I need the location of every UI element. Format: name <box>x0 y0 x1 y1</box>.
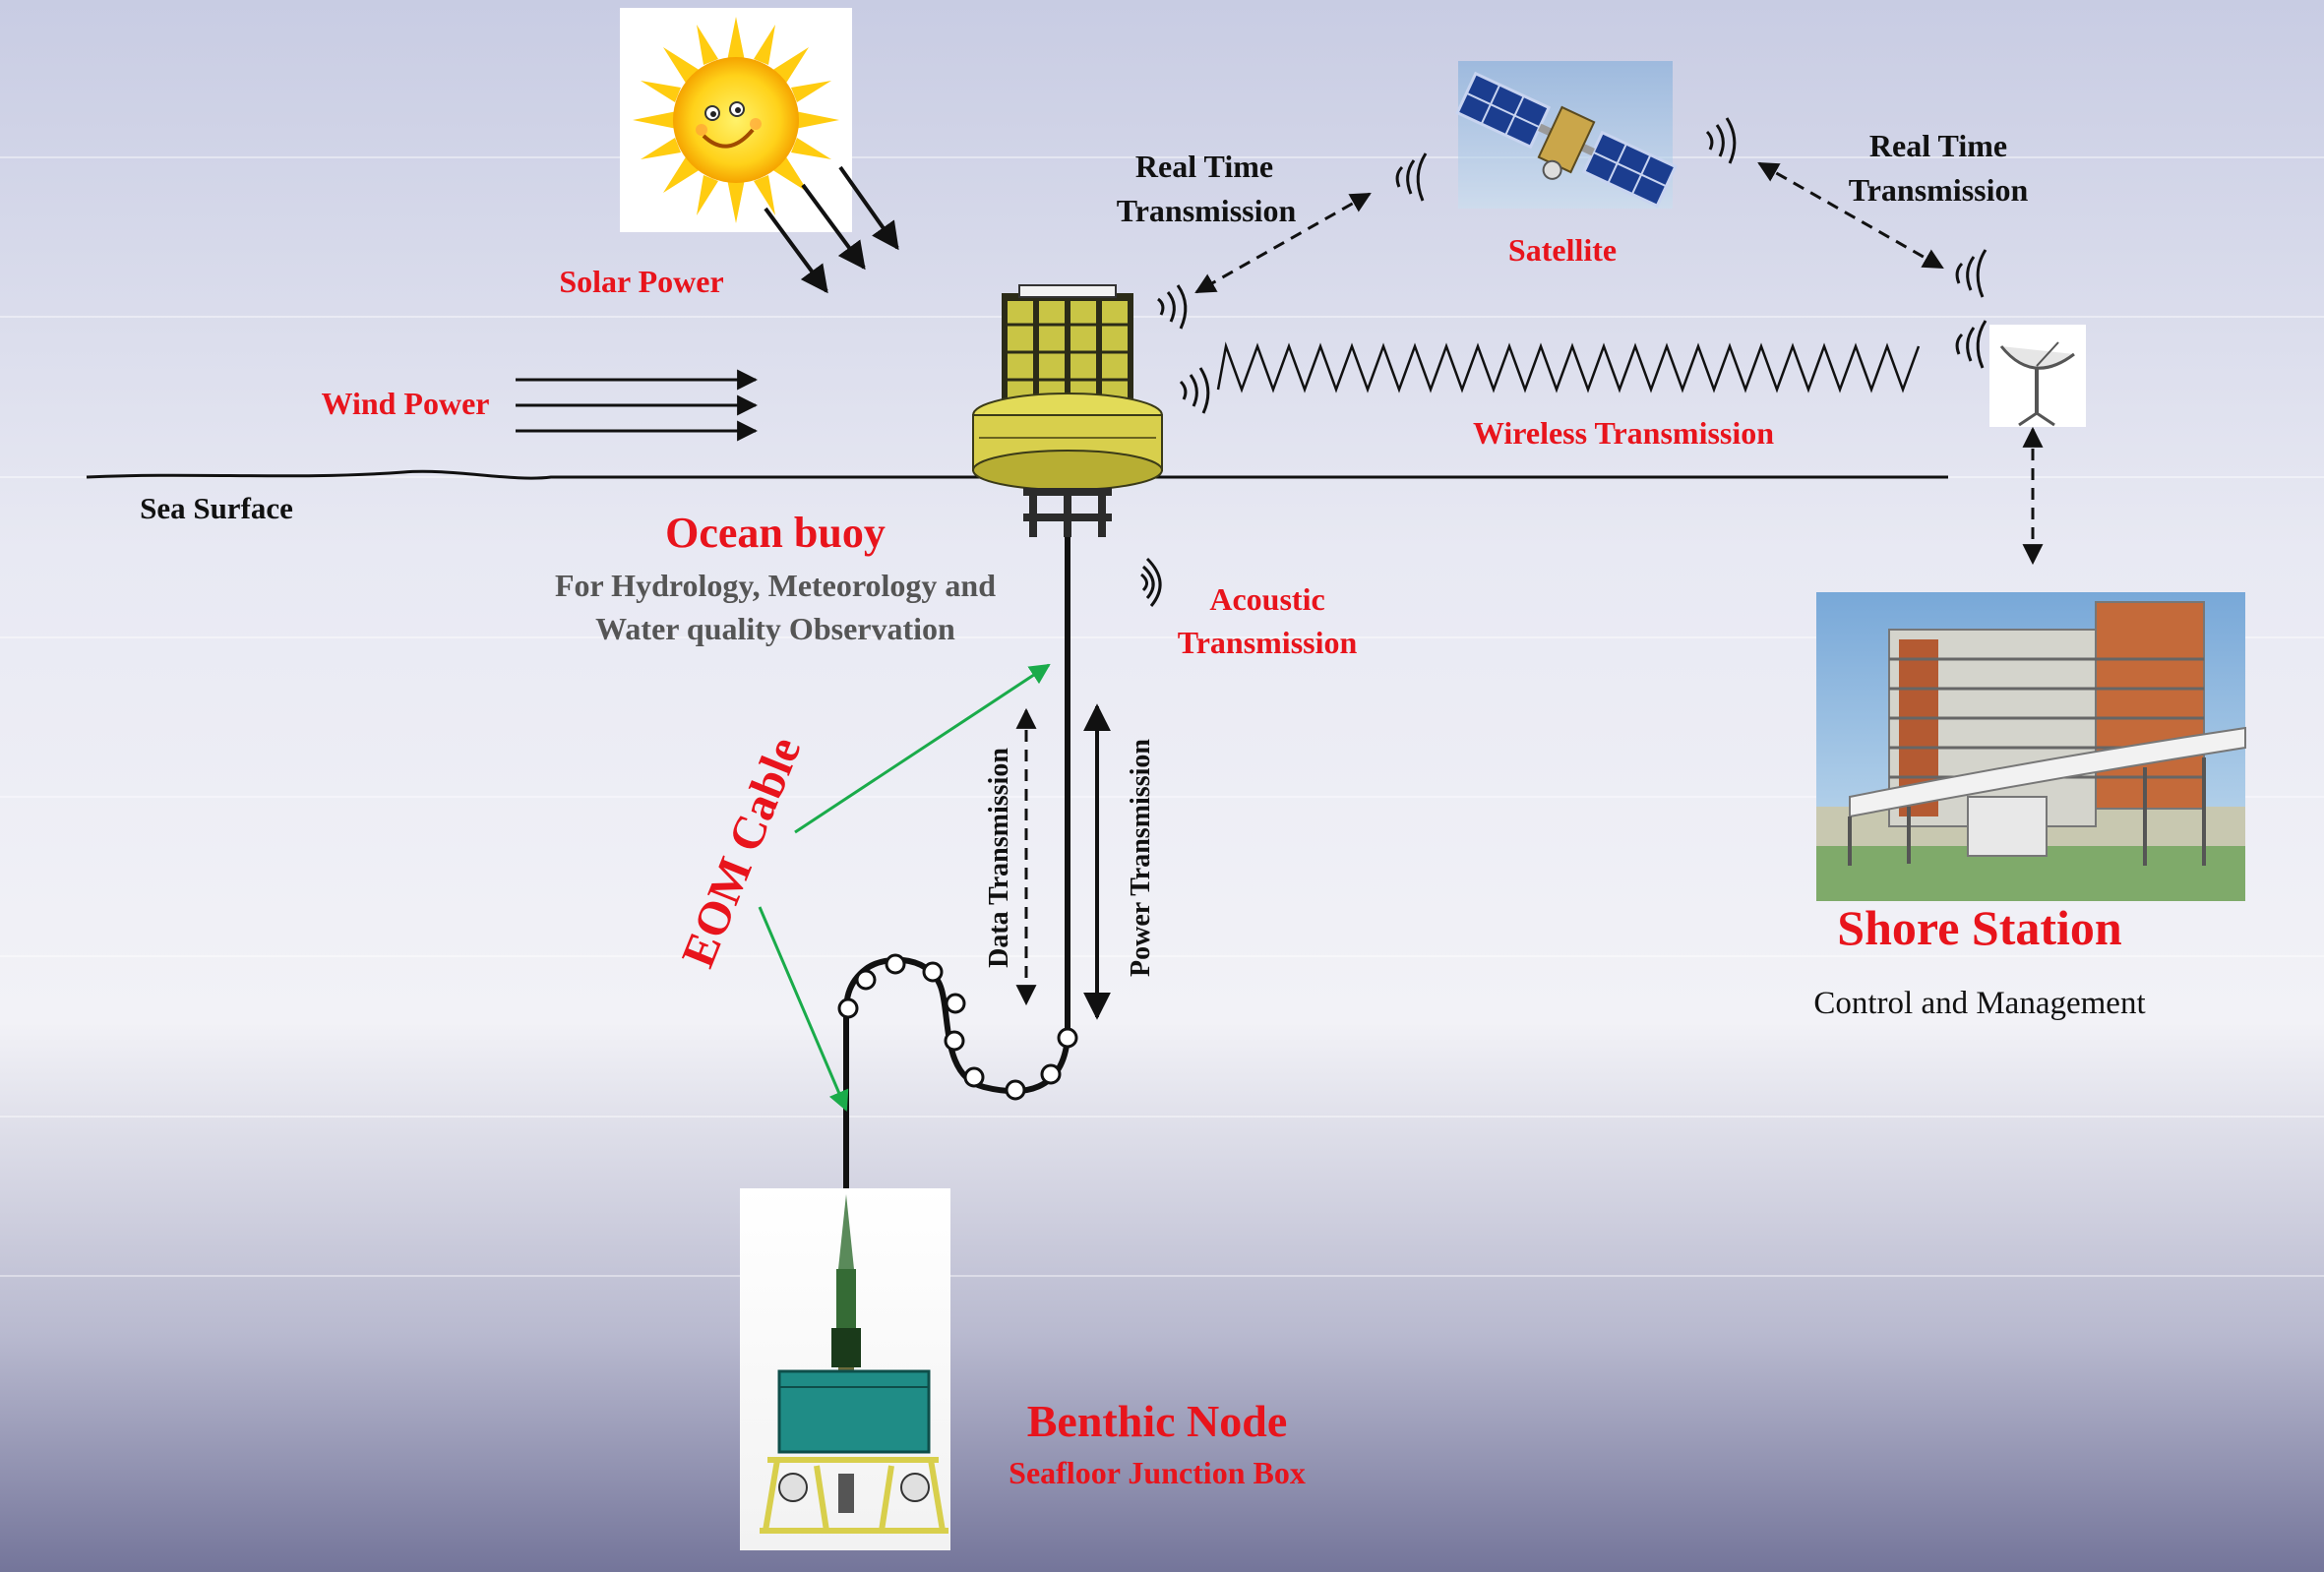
ocean-buoy-icon <box>972 284 1163 537</box>
signal-wave-icons <box>1140 117 1988 607</box>
satellite-label: Satellite <box>1508 232 1617 268</box>
wireless-transmission-wave <box>1216 341 1921 393</box>
sun-icon <box>620 8 852 232</box>
signal-wave-icon <box>1955 249 1988 298</box>
satellite-shore-link <box>1757 161 1944 270</box>
benthic-node-title: Benthic Node <box>1027 1396 1288 1446</box>
real-time-left-line2: Transmission <box>1117 193 1297 228</box>
shore-station-desc: Control and Management <box>1813 986 2145 1021</box>
real-time-left-line1: Real Time <box>1135 149 1273 184</box>
real-time-right-line2: Transmission <box>1849 172 2029 208</box>
shore-building-icon <box>1816 592 2246 901</box>
real-time-right-line1: Real Time <box>1869 128 2007 163</box>
eom-arrow-up <box>794 663 1051 834</box>
satellite-icon <box>1455 61 1678 209</box>
signal-wave-icon <box>1395 152 1428 202</box>
antenna-dish-icon <box>1989 325 2086 427</box>
power-transmission-label: Power Transmission <box>1126 739 1156 977</box>
wireless-transmission-label: Wireless Transmission <box>1473 415 1774 451</box>
signal-wave-icon <box>1157 284 1188 330</box>
satellite-buoy-link <box>1194 192 1372 294</box>
wind-power-label: Wind Power <box>322 386 490 421</box>
acoustic-line2: Transmission <box>1178 625 1358 660</box>
signal-wave-icon <box>1140 557 1162 607</box>
solar-rays-arrows <box>764 165 899 294</box>
benthic-node-desc: Seafloor Junction Box <box>1009 1455 1306 1490</box>
acoustic-line1: Acoustic <box>1209 581 1324 617</box>
sea-surface-line <box>86 469 1948 480</box>
ocean-buoy-desc-line1: For Hydrology, Meteorology and <box>555 568 996 603</box>
sea-surface-label: Sea Surface <box>140 491 293 525</box>
benthic-node-icon <box>740 1188 950 1550</box>
data-transmission-label: Data Transmission <box>984 748 1014 968</box>
signal-wave-icon <box>1955 320 1988 369</box>
ocean-buoy-desc-line2: Water quality Observation <box>595 611 955 646</box>
eom-arrow-down <box>758 906 849 1112</box>
solar-power-label: Solar Power <box>559 264 723 299</box>
shore-station-title: Shore Station <box>1837 900 2122 955</box>
ocean-buoy-title: Ocean buoy <box>665 509 886 557</box>
wind-arrows <box>516 369 759 442</box>
cable-floats <box>837 953 1078 1101</box>
signal-wave-icon <box>1705 117 1737 164</box>
signal-wave-icon <box>1179 367 1210 414</box>
